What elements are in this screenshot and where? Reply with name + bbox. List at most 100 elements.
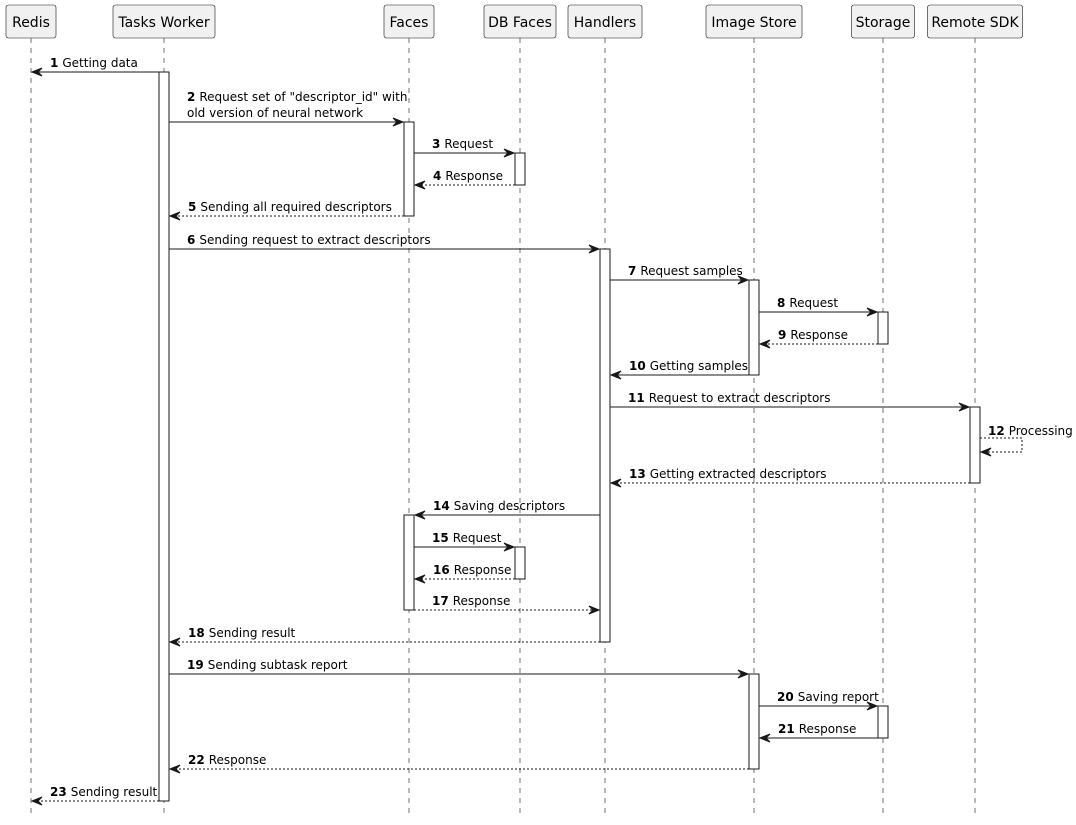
- message-number: 18: [188, 626, 205, 640]
- participant-box: [483, 4, 557, 39]
- message-label: 5 Sending all required descriptors: [188, 200, 392, 214]
- arrowhead: [30, 67, 43, 77]
- message-number: 1: [50, 56, 58, 70]
- arrowhead: [392, 117, 405, 127]
- arrowhead: [503, 148, 516, 158]
- message-text: Sending request to extract descriptors: [199, 233, 430, 247]
- activation-storage: [877, 311, 889, 345]
- participant-remotesdk: Remote SDK: [927, 4, 1023, 39]
- message-6: 6 Sending request to extract descriptors: [169, 233, 601, 254]
- activation-imagestore: [748, 279, 760, 376]
- arrowhead: [958, 402, 971, 412]
- message-text: Request: [453, 531, 502, 545]
- message-number: 8: [777, 296, 785, 310]
- message-label: 4 Response: [433, 169, 503, 183]
- participant-handlers: Handlers: [567, 4, 643, 39]
- message-number: 2: [187, 90, 195, 104]
- activation-remotesdk: [969, 406, 981, 484]
- message-text: Request samples: [640, 264, 742, 278]
- arrowhead: [609, 478, 622, 488]
- message-text: Sending all required descriptors: [200, 200, 392, 214]
- activation-faces: [403, 121, 415, 217]
- arrowhead: [866, 701, 879, 711]
- message-number: 22: [188, 753, 205, 767]
- message-number: 4: [433, 169, 441, 183]
- message-number: 5: [188, 200, 196, 214]
- message-number: 12: [988, 424, 1005, 438]
- message-number: 21: [778, 722, 795, 736]
- message-text: Sending result: [209, 626, 296, 640]
- message-text: old version of neural network: [187, 106, 363, 120]
- participant-redis: Redis: [5, 4, 57, 39]
- message-text: Request: [789, 296, 838, 310]
- participant-box: [567, 4, 643, 39]
- arrowhead: [168, 211, 181, 221]
- participant-label: Storage: [856, 15, 911, 31]
- message-text: Getting data: [62, 56, 138, 70]
- message-number: 16: [433, 563, 450, 577]
- arrowhead: [30, 796, 43, 806]
- message-label: 19 Sending subtask report: [187, 658, 348, 672]
- participant-box: [112, 4, 216, 39]
- message-number: 10: [629, 359, 646, 373]
- message-number: 19: [187, 658, 204, 672]
- arrowhead: [609, 370, 622, 380]
- message-19: 19 Sending subtask report: [169, 658, 750, 679]
- message-label: 12 Processing: [988, 424, 1073, 438]
- message-text: Response: [445, 169, 503, 183]
- activation-dbfaces: [514, 152, 526, 186]
- arrowhead: [413, 510, 426, 520]
- participants: Redis Tasks Worker Faces DB Faces Handlers Im…: [5, 4, 1023, 39]
- participant-label: Redis: [12, 15, 50, 31]
- message-text: Sending subtask report: [208, 658, 348, 672]
- arrowhead: [588, 244, 601, 254]
- activation-tasks: [158, 71, 170, 802]
- message-text: Processing: [1009, 424, 1073, 438]
- message-12: 12 Processing: [979, 424, 1073, 457]
- activation-imagestore: [748, 673, 760, 770]
- message-text: Response: [453, 594, 511, 608]
- message-number: 13: [629, 467, 646, 481]
- message-number: 11: [628, 391, 645, 405]
- arrowhead: [168, 637, 181, 647]
- participant-label: Faces: [390, 15, 429, 31]
- participant-dbfaces: DB Faces: [483, 4, 557, 39]
- participant-label: Image Store: [711, 15, 796, 31]
- arrowhead: [503, 542, 516, 552]
- message-number: 3: [432, 137, 440, 151]
- message-number: 9: [778, 328, 786, 342]
- participant-faces: Faces: [383, 4, 435, 39]
- message-number: 6: [187, 233, 195, 247]
- participant-box: [383, 4, 435, 39]
- participant-tasks: Tasks Worker: [112, 4, 216, 39]
- arrowhead: [979, 447, 992, 457]
- message-text: Saving descriptors: [454, 499, 565, 513]
- message-number: 20: [777, 690, 794, 704]
- participant-imagestore: Image Store: [705, 4, 803, 39]
- participant-box: [5, 4, 57, 39]
- activation-handlers: [599, 248, 611, 643]
- activation-storage: [877, 705, 889, 739]
- message-8: 8 Request: [759, 296, 879, 317]
- activation-dbfaces: [514, 546, 526, 580]
- arrowhead: [866, 307, 879, 317]
- message-text: Response: [799, 722, 857, 736]
- participant-label: Handlers: [574, 15, 636, 31]
